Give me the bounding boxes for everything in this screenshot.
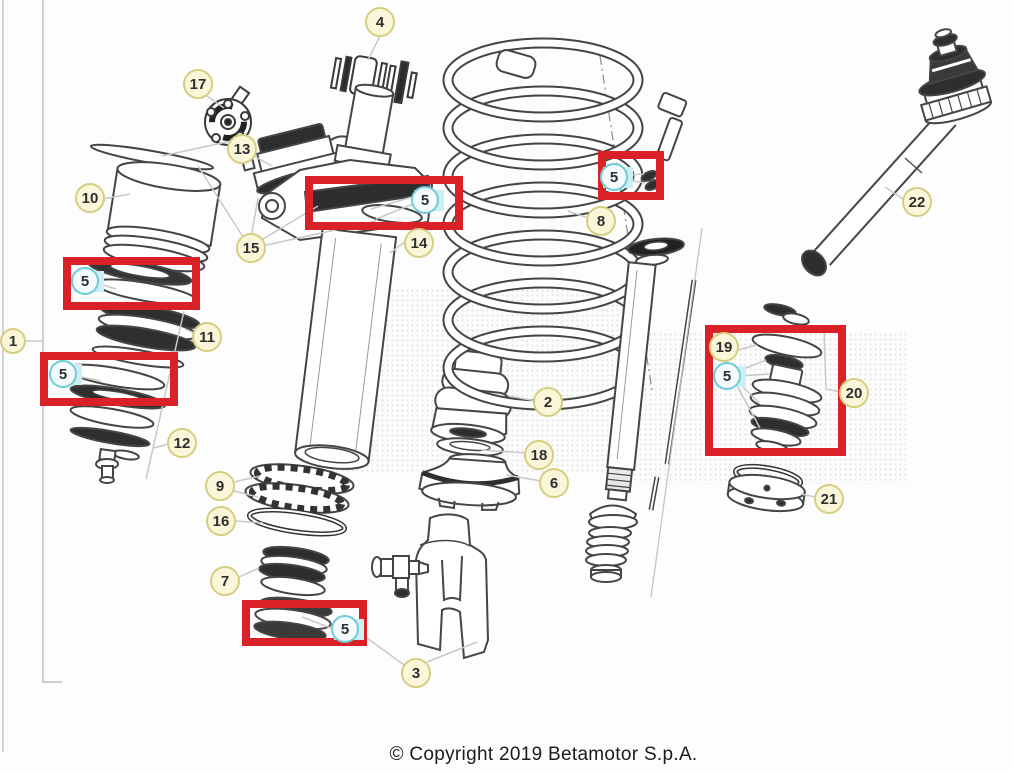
part-callout-14[interactable]: 14 — [404, 228, 434, 258]
part-7-seal-head-drawing — [258, 545, 330, 597]
part-18-washer-drawing — [436, 437, 504, 457]
part-20-piston-kit-drawing — [748, 303, 823, 454]
part-16-oring-drawing — [246, 507, 348, 537]
part-callout-11[interactable]: 11 — [192, 322, 222, 352]
part-callout-12[interactable]: 12 — [167, 428, 197, 458]
part-callout-6[interactable]: 6 — [539, 468, 569, 498]
highlight-box-2 — [40, 352, 178, 406]
part-callout-9[interactable]: 9 — [205, 471, 235, 501]
part-callout-15[interactable]: 15 — [236, 233, 266, 263]
part-8-shaft-drawing — [585, 91, 688, 583]
highlight-box-1 — [63, 257, 200, 310]
part-callout-5[interactable]: 5 — [331, 615, 359, 643]
part-callout-3[interactable]: 3 — [401, 658, 431, 688]
part-9-adjuster-rings-drawing — [244, 463, 355, 514]
part-callout-16[interactable]: 16 — [206, 506, 236, 536]
part-callout-5[interactable]: 5 — [411, 186, 439, 214]
part-10-cylinder-drawing — [89, 143, 222, 273]
part-22-rod-drawing — [801, 28, 993, 277]
highlight-box-3 — [305, 176, 463, 230]
part-callout-10[interactable]: 10 — [75, 183, 105, 213]
copyright-text: © Copyright 2019 Betamotor S.p.A. — [389, 744, 698, 765]
part-17-adjuster-drawing — [204, 85, 252, 146]
part-3-clevis-drawing — [371, 513, 490, 660]
part-callout-5[interactable]: 5 — [71, 267, 99, 295]
part-callout-13[interactable]: 13 — [227, 134, 257, 164]
rebound-rod-drawing — [648, 227, 703, 598]
part-callout-5[interactable]: 5 — [49, 360, 77, 388]
part-callout-8[interactable]: 8 — [586, 206, 616, 236]
part-callout-19[interactable]: 19 — [709, 332, 739, 362]
part-callout-22[interactable]: 22 — [902, 187, 932, 217]
part-callout-21[interactable]: 21 — [814, 484, 844, 514]
part-callout-5[interactable]: 5 — [713, 362, 741, 390]
part-21-piston-drawing — [726, 463, 806, 513]
part-6-spring-seat-drawing — [418, 453, 521, 511]
part-callout-18[interactable]: 18 — [524, 440, 554, 470]
part-callout-7[interactable]: 7 — [210, 566, 240, 596]
part-callout-1[interactable]: 1 — [0, 328, 26, 354]
part-callout-2[interactable]: 2 — [533, 387, 563, 417]
part-callout-4[interactable]: 4 — [365, 7, 395, 37]
part-callout-17[interactable]: 17 — [183, 69, 213, 99]
part-callout-5[interactable]: 5 — [600, 163, 628, 191]
part-callout-20[interactable]: 20 — [839, 378, 869, 408]
frame-lines — [2, 0, 62, 752]
